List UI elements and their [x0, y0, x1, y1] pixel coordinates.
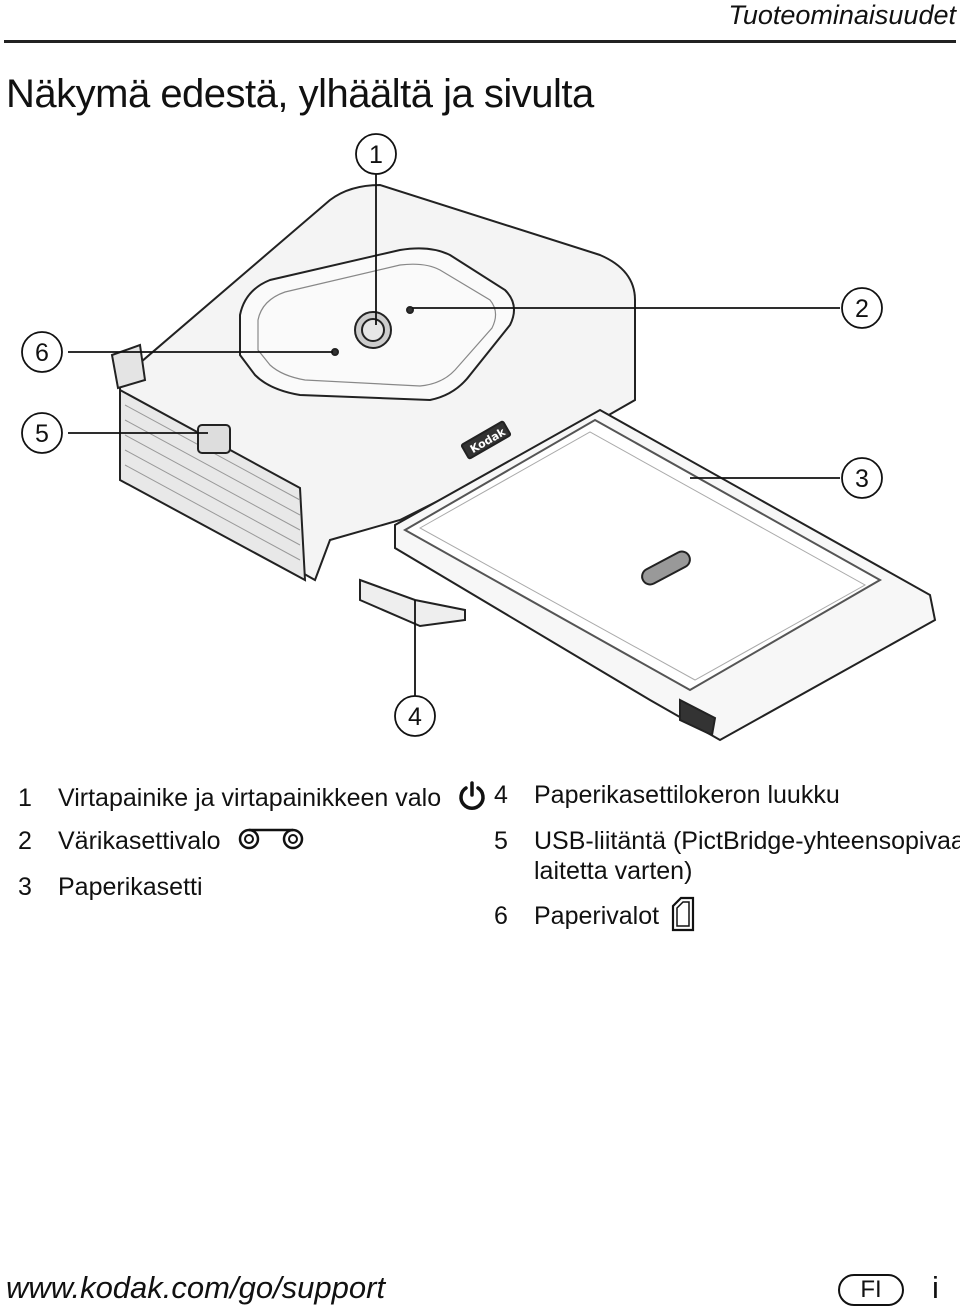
header-section-title: Tuoteominaisuudet — [728, 0, 956, 30]
legend-num-5: 5 — [494, 827, 508, 855]
legend-text-2: Värikasettivalo — [58, 827, 221, 856]
callout-3-label: 3 — [855, 465, 869, 493]
callout-2 — [841, 287, 883, 329]
legend-text-3: Paperikasetti — [58, 873, 203, 901]
legend-item-5: 5 USB-liitäntä (PictBridge-yhteensopivaa — [494, 826, 960, 856]
legend-num-2: 2 — [18, 827, 32, 856]
legend-num-4: 4 — [494, 781, 508, 809]
legend-num-3: 3 — [18, 873, 32, 901]
callout-5-label: 5 — [35, 420, 49, 448]
callout-1-label: 1 — [369, 141, 383, 169]
power-icon — [456, 780, 488, 819]
legend-item-3: 3 Paperikasetti — [18, 872, 203, 902]
callout-1 — [355, 133, 397, 175]
legend-item-1: 1 Virtapainike ja virtapainikkeen valo — [18, 780, 488, 819]
callout-4 — [394, 695, 436, 737]
callout-4-label: 4 — [408, 703, 422, 731]
ribbon-cassette-icon — [236, 826, 306, 859]
legend-num-6: 6 — [494, 902, 508, 931]
header-rule — [4, 40, 956, 43]
footer-page-number: i — [932, 1270, 939, 1305]
legend-text-1: Virtapainike ja virtapainikkeen valo — [58, 784, 442, 813]
callout-3 — [841, 457, 883, 499]
printer-illustration: Kodak 1 2 3 4 5 6 — [21, 133, 937, 742]
tray-door — [359, 578, 466, 628]
usb-port — [197, 424, 231, 454]
footer-support-url[interactable]: www.kodak.com/go/support — [6, 1270, 386, 1305]
callout-6 — [21, 331, 63, 373]
footer-language-badge: FI — [838, 1274, 904, 1306]
callout-6-label: 6 — [35, 339, 49, 367]
legend-item-2: 2 Värikasettivalo — [18, 826, 306, 859]
ribbon-led — [406, 306, 414, 314]
legend-item-4: 4 Paperikasettilokeron luukku — [494, 780, 840, 810]
legend-text-5-line2: laitetta varten) — [534, 857, 693, 885]
page-heading: Näkymä edestä, ylhäältä ja sivulta — [6, 72, 594, 116]
front-grille — [119, 388, 307, 582]
legend-text-4: Paperikasettilokeron luukku — [534, 781, 840, 809]
legend-text-6: Paperivalot — [534, 902, 660, 931]
callout-2-label: 2 — [855, 295, 869, 323]
legend-item-6: 6 Paperivalot — [494, 896, 696, 939]
legend-num-1: 1 — [18, 784, 32, 813]
legend-text-5: USB-liitäntä (PictBridge-yhteensopivaa — [534, 827, 960, 855]
paper-icon — [670, 896, 696, 939]
tray-grip — [641, 550, 691, 586]
legend-item-5-continued: laitetta varten) — [534, 856, 692, 886]
callout-5 — [21, 412, 63, 454]
kodak-logo — [460, 420, 512, 460]
